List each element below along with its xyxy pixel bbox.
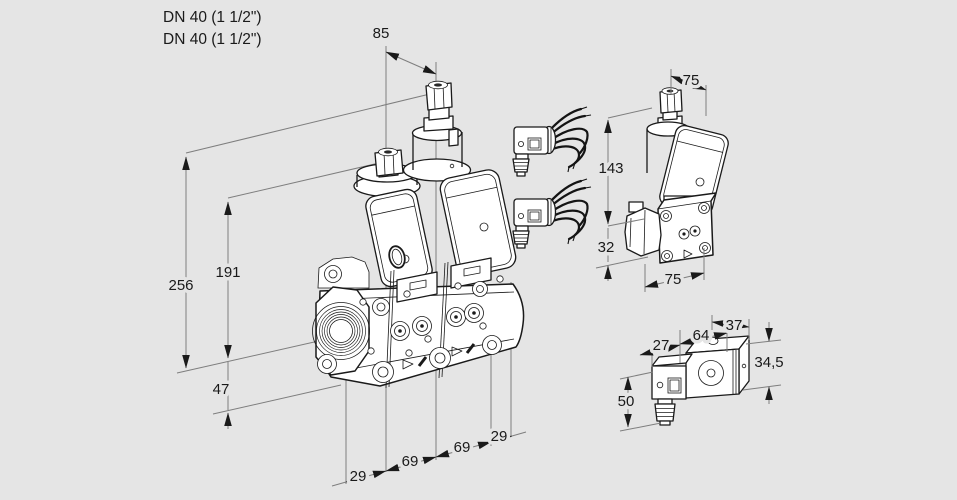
cable-connector-lower — [512, 178, 592, 249]
dim-64-label: 64 — [693, 327, 710, 344]
pressure-taps — [390, 303, 484, 341]
main-valve-drawing — [312, 80, 525, 389]
dim-side-axis-to-bottom: 32 — [594, 228, 649, 281]
dim-191-label: 191 — [215, 264, 240, 281]
dim-coil-depth: 37 — [711, 314, 750, 340]
dim-bottom-chain: 29 69 69 29 — [331, 425, 527, 489]
gland-neck — [515, 153, 529, 160]
dim-47-label: 47 — [213, 381, 230, 398]
dim-side-width-top: 75 — [670, 69, 707, 116]
dim-29-left-label: 29 — [350, 468, 367, 485]
rear-cap-slot — [384, 150, 392, 154]
dim-75-bottom-label: 75 — [665, 271, 682, 288]
side-valve-port-boss — [624, 201, 662, 257]
dim-69-left-label: 69 — [402, 453, 419, 470]
side-cover-hole — [695, 177, 705, 187]
dim-coil-plug-height: 50 — [614, 371, 662, 432]
dim-256-label: 256 — [168, 277, 193, 294]
dim-27-label: 27 — [653, 337, 670, 354]
screw-bosses — [359, 275, 504, 357]
flow-direction-marks — [402, 343, 476, 370]
side-coil-cover — [659, 124, 729, 216]
dim-actuator-spacing: 85 — [369, 22, 437, 75]
dim-75-top-label: 75 — [683, 72, 700, 89]
dim-total-height: 256 — [165, 156, 197, 369]
coil-plug — [651, 353, 693, 400]
side-valve-drawing — [624, 87, 729, 264]
dim-143-label: 143 — [598, 160, 623, 177]
seal-oval — [388, 245, 406, 269]
front-actuator — [402, 80, 472, 182]
dim-side-height: 143 — [595, 107, 653, 227]
dim-37-label: 37 — [726, 317, 743, 334]
dim-29-right-label: 29 — [491, 428, 508, 445]
dim-50-label: 50 — [618, 393, 635, 410]
coil-top-bump — [707, 337, 719, 345]
gland-nut — [512, 158, 530, 173]
side-valve-body — [657, 192, 717, 264]
dim-32-label: 32 — [598, 239, 615, 256]
cable-connector-upper — [512, 106, 592, 177]
dim-85-label: 85 — [373, 25, 390, 42]
dim-axis-to-bottom: 47 — [209, 362, 233, 429]
dim-axis-to-top: 191 — [212, 201, 244, 359]
dim-coil-plug-width: 27 — [639, 330, 681, 367]
dn-connection-label-1: DN 40 (1 1/2") — [163, 9, 262, 26]
front-terminal-box — [450, 257, 492, 289]
coil-gland — [654, 398, 676, 426]
dim-34-5-label: 34,5 — [754, 354, 783, 371]
dim-side-width-bottom: 75 — [644, 248, 705, 292]
flange-bolts — [317, 265, 502, 383]
front-cover-hole — [479, 222, 489, 232]
dim-coil-length: 64 — [679, 323, 728, 352]
dim-69-right-label: 69 — [454, 439, 471, 456]
dim-coil-height: 34,5 — [742, 322, 787, 404]
dn-connection-label-2: DN 40 (1 1/2") — [163, 31, 262, 48]
front-cap-slot — [434, 83, 442, 87]
